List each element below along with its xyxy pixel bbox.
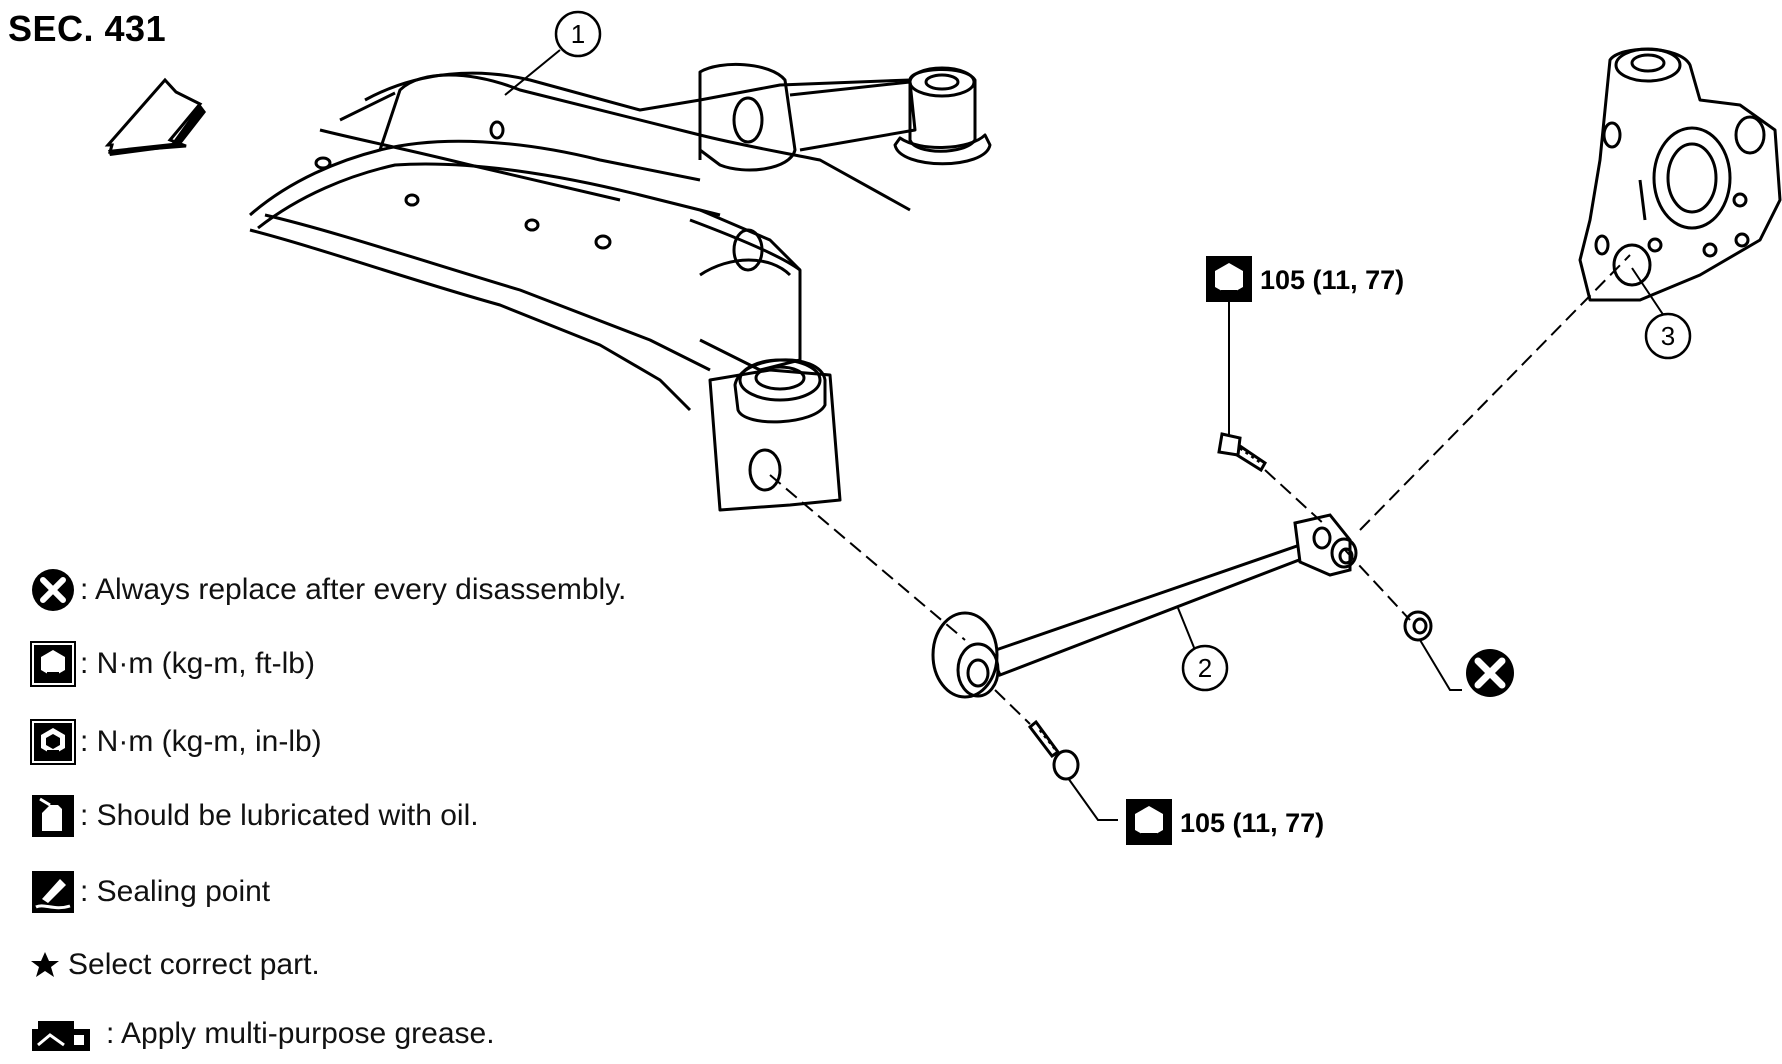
replace-nut-icon — [1466, 649, 1514, 697]
callout-3-label: 3 — [1661, 321, 1675, 351]
lateral-link-part — [931, 513, 1358, 699]
callout-2-label: 2 — [1198, 653, 1212, 683]
torque-wrench-icon — [30, 641, 76, 687]
callout-3: 3 — [1644, 312, 1692, 360]
front-direction-arrow-icon — [104, 77, 206, 156]
callout-1-label: 1 — [571, 19, 585, 49]
torque-wrench-icon — [1126, 799, 1172, 845]
knuckle-part — [1578, 47, 1782, 302]
legend-item: : Sealing point — [30, 869, 270, 915]
sealant-icon — [30, 869, 76, 915]
lower-bolt-part — [1027, 719, 1080, 781]
assembly-guide-lines — [769, 254, 1631, 725]
section-label: SEC. 431 — [8, 8, 167, 49]
legend-item: : Apply multi-purpose grease. — [30, 1011, 495, 1057]
legend-text: : N·m (kg-m, ft-lb) — [80, 647, 315, 680]
lower-torque-spec: 105 (11, 77) — [1126, 799, 1324, 845]
upper-torque-spec: 105 (11, 77) — [1206, 256, 1404, 302]
callout-1: 1 — [554, 10, 602, 58]
replace-x-icon — [30, 567, 76, 613]
legend-item: : Should be lubricated with oil. — [30, 793, 479, 839]
lower-torque-value: 105 (11, 77) — [1180, 808, 1324, 838]
callout-2: 2 — [1181, 644, 1229, 692]
legend-text: Select correct part. — [68, 948, 320, 981]
legend-item: : Always replace after every disassembly… — [30, 567, 626, 613]
upper-torque-value: 105 (11, 77) — [1260, 265, 1404, 295]
upper-bolt-part — [1217, 432, 1267, 473]
legend-item: : N·m (kg-m, in-lb) — [30, 719, 322, 765]
torque-wrench-icon — [1206, 256, 1252, 302]
legend-item: : N·m (kg-m, ft-lb) — [30, 641, 315, 687]
legend-text: : Always replace after every disassembly… — [80, 573, 627, 606]
legend-text: : Sealing point — [80, 875, 271, 908]
legend-text: : Should be lubricated with oil. — [80, 799, 479, 832]
suspension-member-part — [249, 62, 992, 512]
legend-item: Select correct part. — [30, 942, 320, 988]
nut-part — [1403, 610, 1433, 642]
grease-icon — [30, 1011, 102, 1057]
legend-text: : Apply multi-purpose grease. — [106, 1017, 495, 1050]
oil-can-icon — [30, 793, 76, 839]
callout-leaders — [504, 49, 1669, 821]
legend-text: : N·m (kg-m, in-lb) — [80, 725, 322, 758]
star-icon — [30, 942, 64, 988]
torque-wrench-small-icon — [30, 719, 76, 765]
